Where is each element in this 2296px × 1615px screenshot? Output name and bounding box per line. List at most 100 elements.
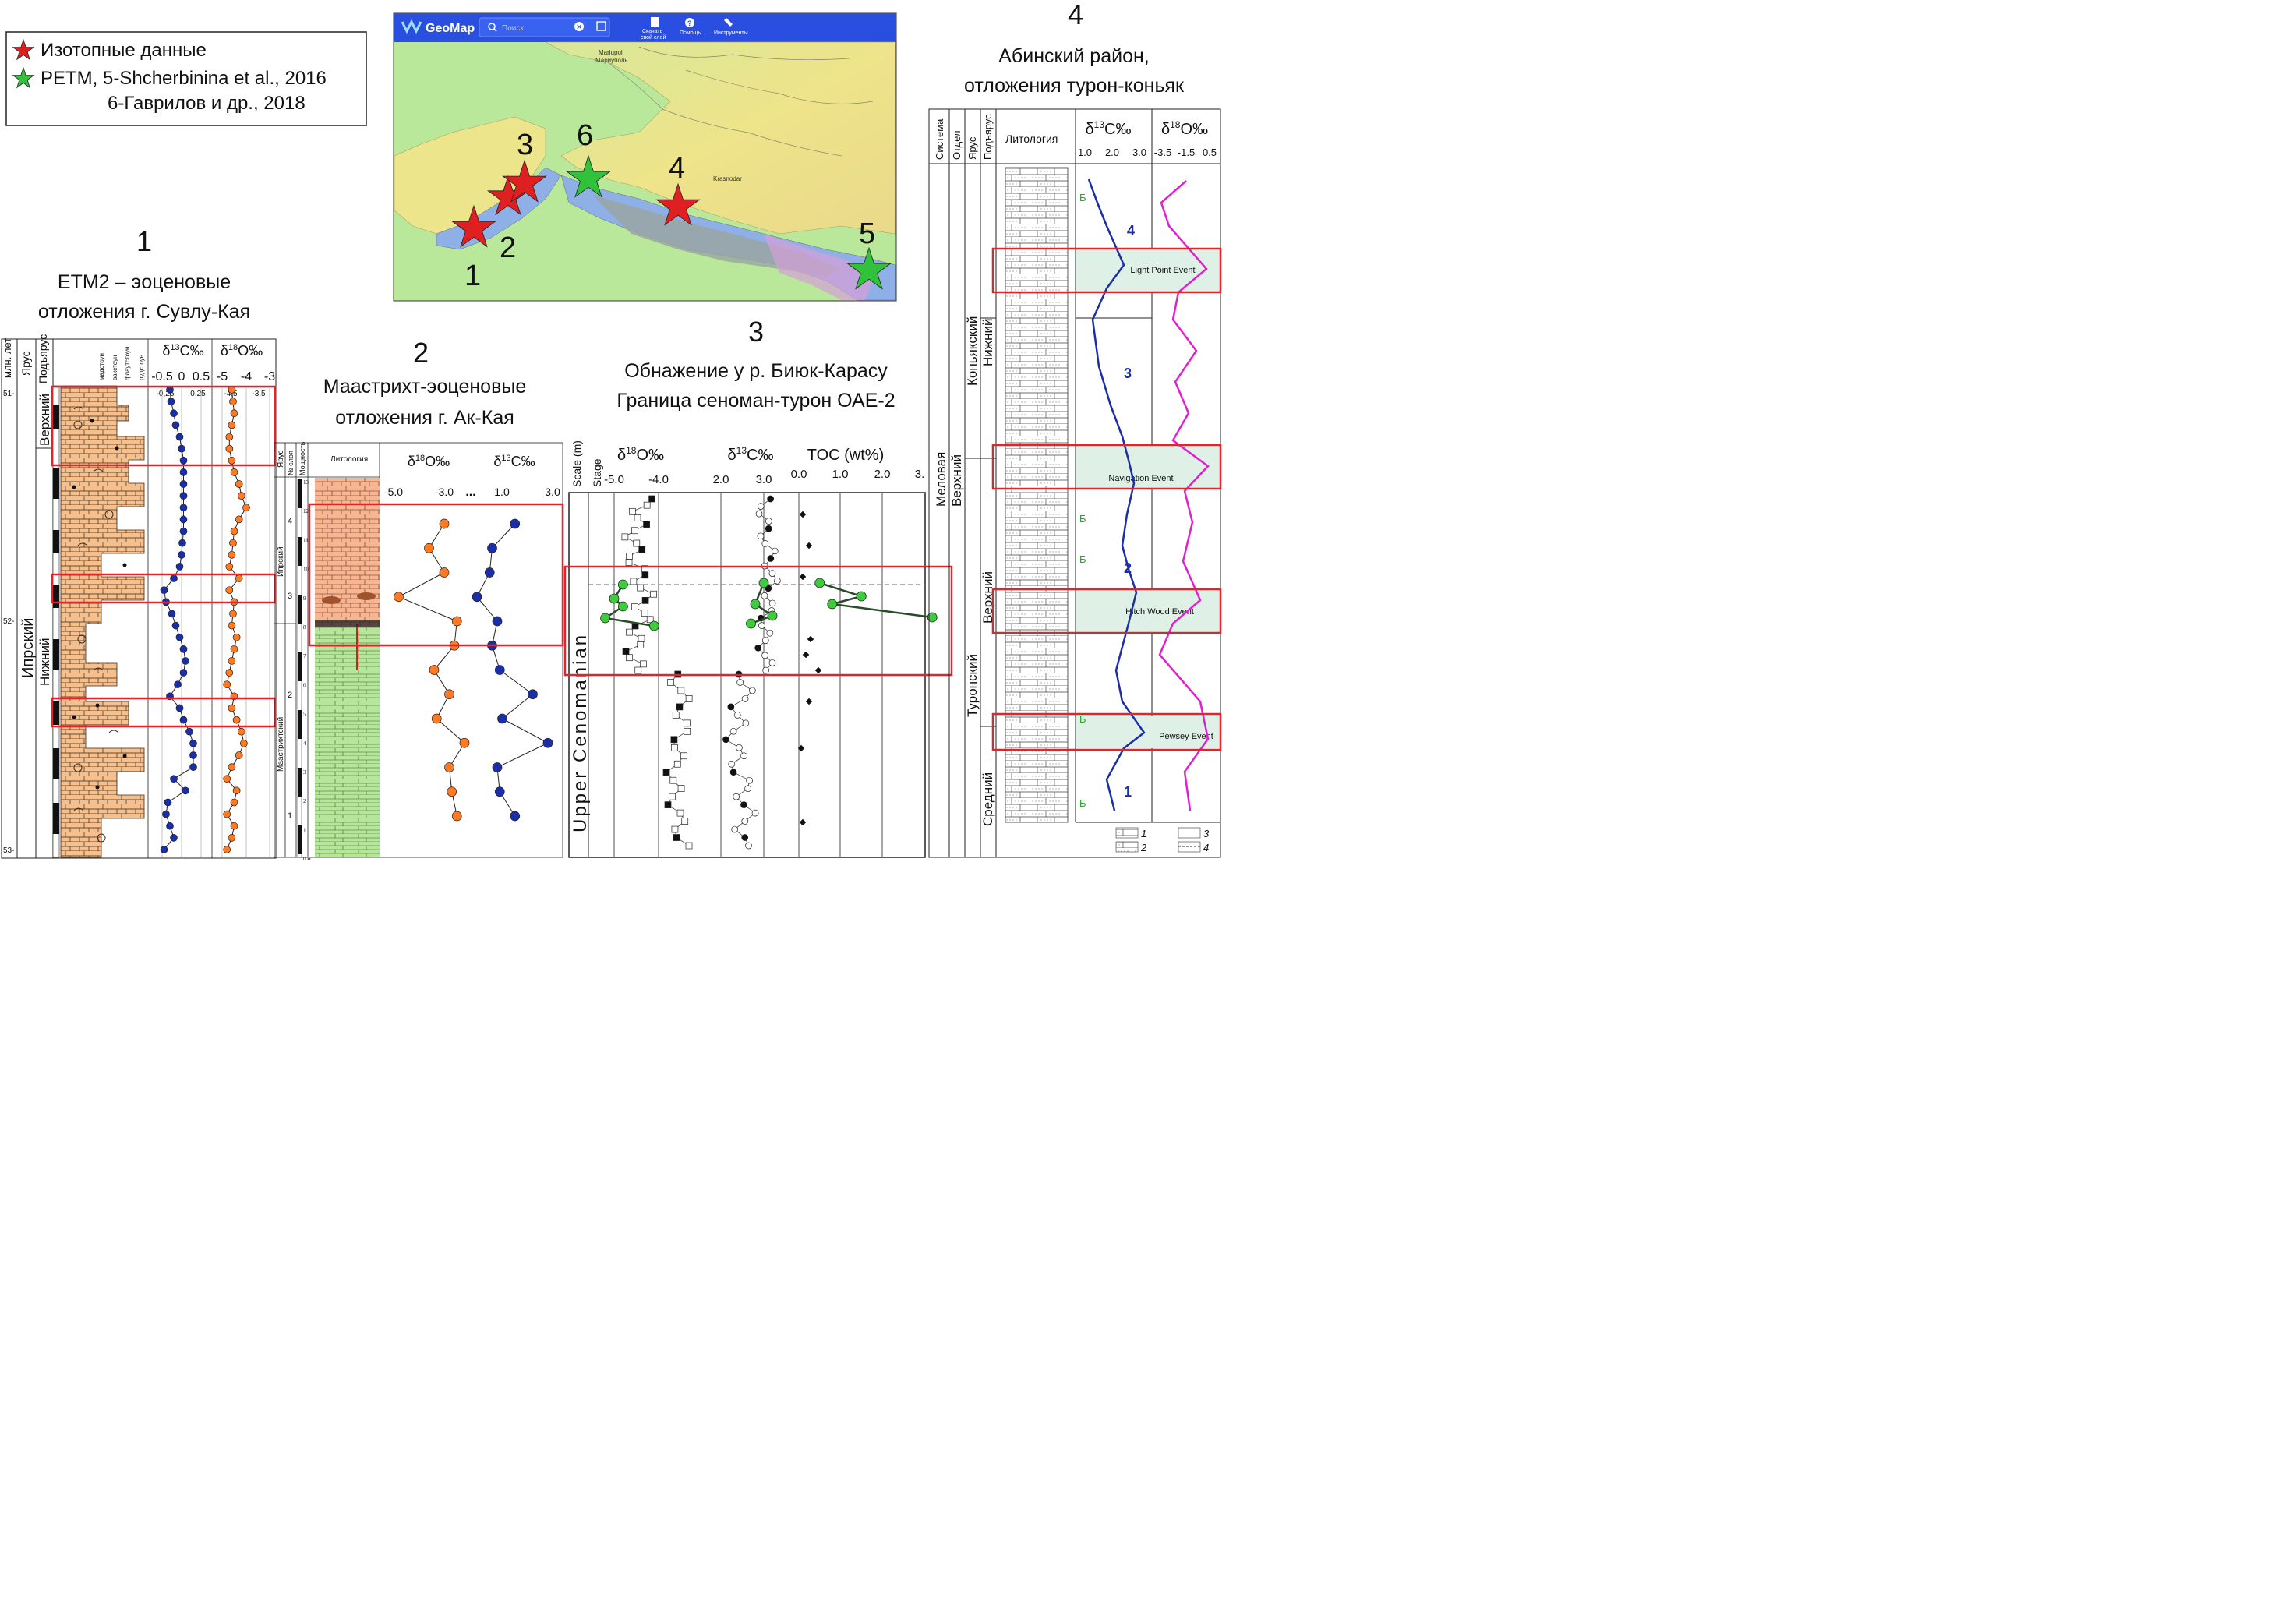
panel1-d13c-line bbox=[163, 389, 194, 850]
legend-green-label: PETM, 5-Shcherbinina et al., 2016 bbox=[41, 68, 327, 89]
panel4-highlight-box bbox=[991, 712, 1222, 751]
panel3-d18o-bw-point bbox=[677, 785, 685, 793]
panel3-d13c-bw-point bbox=[727, 703, 735, 711]
panel1-d18o-point bbox=[237, 727, 245, 736]
panel3-d13c-bw-point bbox=[758, 622, 765, 629]
panel3-toc-bw-point bbox=[799, 818, 807, 826]
panel2-thickness-tick: 13 bbox=[303, 479, 309, 486]
panel1-d13c-point bbox=[179, 504, 188, 512]
panel4-d18o-tick: 0.5 bbox=[1203, 147, 1217, 158]
panel1-d13c-point bbox=[160, 846, 168, 853]
panel3-toc-bw-point bbox=[797, 744, 805, 752]
panel3-d18o-bw-point bbox=[641, 610, 648, 617]
panel4-stage-header: Ярус bbox=[966, 136, 978, 160]
panel1-d18o-point bbox=[230, 798, 238, 807]
toolbar-tools[interactable]: Инструменты bbox=[714, 18, 748, 36]
panel1-d13c-point bbox=[174, 680, 182, 689]
panel3-green-d18o-point bbox=[618, 601, 628, 612]
panel1-d13c-point bbox=[166, 822, 174, 830]
panel3-d18o-tick: -5.0 bbox=[604, 473, 624, 486]
panel1-d13c-point bbox=[171, 621, 180, 630]
panel1-d13c-point bbox=[179, 468, 188, 476]
panel1-d13c-point bbox=[175, 704, 184, 712]
panel-1: 1 ETM2 – эоценовые отложения г. Сувлу-Ка… bbox=[1, 225, 277, 859]
panel3-green-d13c-point bbox=[750, 599, 761, 610]
panel-3: 3 Обнажение у р. Биюк-Карасу Граница сен… bbox=[563, 316, 953, 858]
panel2-d18o-tick: -3.0 bbox=[435, 486, 454, 498]
map-site-number-1: 1 bbox=[464, 260, 481, 292]
panel1-d18o-point bbox=[223, 810, 231, 818]
panel3-green-d18o-point bbox=[600, 613, 610, 624]
clear-search-icon[interactable] bbox=[574, 22, 584, 31]
panel1-d13c-point bbox=[189, 763, 197, 771]
green-star-icon bbox=[12, 66, 35, 89]
panel1-d18o-point bbox=[228, 456, 236, 465]
panel4-b-mark: Б bbox=[1079, 797, 1086, 809]
svg-text:✕: ✕ bbox=[576, 23, 582, 32]
panel3-d18o-bw-point bbox=[630, 578, 638, 585]
panel4-legend-number: 4 bbox=[1203, 842, 1209, 853]
panel3-d13c-bw-point bbox=[729, 727, 737, 735]
panel3-stage-name: Upper Cenomanian bbox=[570, 633, 591, 832]
panel4-highlight-box bbox=[991, 444, 1222, 490]
panel3-d13c-bw-point bbox=[745, 842, 752, 850]
panel2-d13c-line bbox=[476, 523, 549, 817]
panel1-d13c-point bbox=[182, 657, 189, 665]
panel1-d18o-point bbox=[225, 433, 234, 441]
panel3-d13c-bw-point bbox=[761, 540, 769, 547]
panel1-highlight-box bbox=[51, 697, 277, 728]
panel3-d13c-bw-point bbox=[741, 818, 749, 825]
figure-canvas: Изотопные данные PETM, 5-Shcherbinina et… bbox=[1, 0, 1222, 860]
layer-search-icon[interactable] bbox=[596, 21, 606, 31]
panel1-d13c-subtick: -0,25 bbox=[157, 390, 175, 398]
panel3-d13c-bw-point bbox=[761, 637, 769, 645]
panel3-title-line2: Граница сеноман-турон ОАЕ-2 bbox=[616, 390, 895, 412]
panel3-axis-ticks: -5.0 -4.0 2.0 3.0 0.0 1.0 2.0 3. bbox=[604, 468, 924, 486]
download-icon bbox=[651, 17, 659, 27]
panel1-d13c-tick: -0.5 bbox=[151, 370, 173, 383]
svg-text:?: ? bbox=[687, 19, 692, 27]
panel1-d13c-header: δ13C‰ bbox=[162, 343, 203, 359]
panel2-d13c-point bbox=[497, 713, 507, 724]
panel4-lithology-legend: 1 2 3 4 bbox=[1115, 827, 1210, 853]
panel1-d18o-point bbox=[230, 468, 238, 476]
panel3-stage-label: Stage bbox=[591, 458, 603, 487]
panel3-d13c-bw-point bbox=[767, 555, 775, 562]
panel4-highlight-box bbox=[991, 588, 1222, 634]
panel3-d18o-bw-point bbox=[641, 571, 649, 579]
panel2-lithology-upper bbox=[315, 478, 380, 626]
panel1-d18o-point bbox=[237, 492, 245, 500]
panel3-d13c-bw-line bbox=[725, 673, 756, 846]
panel1-d18o-point bbox=[223, 846, 231, 853]
map-canvas[interactable]: Mariupol Мариуполь Krasnodar bbox=[394, 41, 896, 301]
panel4-d18o-tick: -1.5 bbox=[1178, 147, 1195, 158]
panel2-thickness-header: Мощность bbox=[298, 441, 306, 475]
map-search-input[interactable] bbox=[479, 17, 610, 37]
panel2-thickness-tick: 9 bbox=[303, 595, 306, 602]
toolbar-tools-label: Инструменты bbox=[714, 30, 748, 36]
panel1-d13c-point bbox=[189, 739, 197, 747]
panel3-d13c-bw-point bbox=[728, 760, 736, 768]
panel3-d18o-bw-point bbox=[626, 628, 633, 636]
panel1-polarity-strip bbox=[52, 385, 60, 858]
toolbar-help[interactable]: ? Помощь bbox=[680, 18, 701, 36]
panel3-toc-bw-point bbox=[805, 542, 813, 550]
toolbar-download[interactable]: Скачать свой слой bbox=[641, 17, 666, 41]
panel3-d18o-bw-point bbox=[664, 801, 672, 808]
panel3-toc-bw-point bbox=[805, 698, 813, 705]
panel3-d18o-bw-point bbox=[634, 514, 641, 521]
panel3-green-toc-line bbox=[819, 581, 933, 619]
panel3-toc-tick: 2.0 bbox=[874, 468, 891, 481]
panel3-d13c-bw-point bbox=[751, 809, 759, 817]
map-site-number-2: 2 bbox=[500, 231, 516, 264]
panel2-d18o-point bbox=[439, 518, 450, 529]
panel1-d18o-point bbox=[223, 680, 231, 689]
panel1-d13c-point bbox=[178, 539, 186, 547]
svg-text:свой слой: свой слой bbox=[641, 34, 666, 41]
panel3-d18o-bw-point bbox=[670, 736, 678, 744]
panel2-layer-number: 1 bbox=[288, 811, 292, 821]
panel1-age-tick: 52- bbox=[3, 617, 14, 626]
panel4-legend-number: 2 bbox=[1140, 842, 1147, 853]
panel4-b-mark: Б bbox=[1079, 192, 1086, 203]
panel3-d18o-bw-point bbox=[673, 834, 680, 841]
